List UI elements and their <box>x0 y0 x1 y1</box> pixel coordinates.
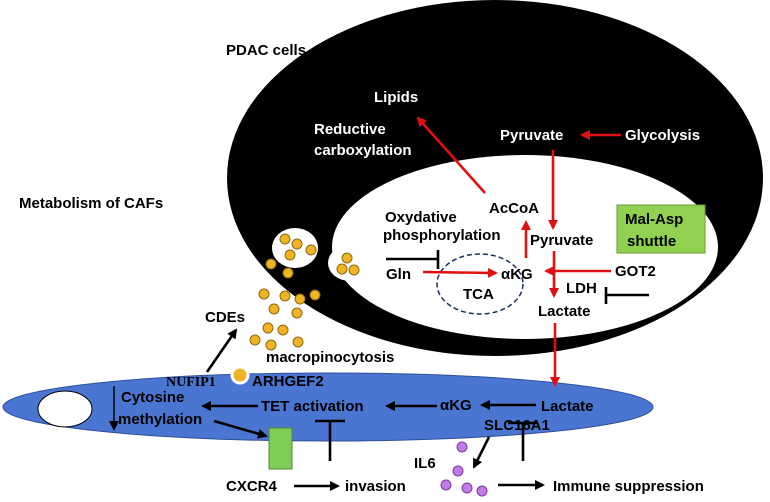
oxphos-label-1: Oxydative <box>385 209 457 226</box>
mal-asp-label-1: Mal-Asp <box>625 211 683 228</box>
lactate-inner-label: Lactate <box>538 303 591 320</box>
cytosine-label-2: methylation <box>118 411 202 428</box>
invasion-label: invasion <box>345 478 406 495</box>
vesicle-entry-ring <box>230 365 250 385</box>
oxphos-label-2: phosphorylation <box>383 227 501 244</box>
lipids-label: Lipids <box>374 89 418 106</box>
immune-suppression-label: Immune suppression <box>553 478 704 495</box>
glycolysis-label: Glycolysis <box>625 127 700 144</box>
cxcr4-label: CXCR4 <box>226 478 278 495</box>
mal-asp-label-2: shuttle <box>627 233 676 250</box>
pyruvate-inner-label: Pyruvate <box>530 232 593 249</box>
caf-cell-body <box>2 372 654 442</box>
nufip1-label: NUFIP1 <box>166 375 216 390</box>
black-arrows <box>109 328 545 491</box>
cytosine-label-1: Cytosine <box>121 389 184 406</box>
tca-label: TCA <box>463 286 494 303</box>
caf-metabolism-title: Metabolism of CAFs <box>19 195 163 212</box>
pyruvate-top-label: Pyruvate <box>500 127 563 144</box>
tca-cycle <box>436 253 524 315</box>
inhibition-lines <box>315 250 649 461</box>
akg-label: αKG <box>501 266 533 283</box>
arhgef2-label: ARHGEF2 <box>252 373 324 390</box>
gln-label: Gln <box>386 266 411 283</box>
cxcr4-receptor-box <box>268 427 293 470</box>
cdes-label: CDEs <box>205 309 245 326</box>
macropinocytosis-label: macropinocytosis <box>266 349 394 366</box>
got2-label: GOT2 <box>615 263 656 280</box>
pdac-cells-title: PDAC cells <box>226 42 306 59</box>
caf-lactate-label: Lactate <box>541 398 594 415</box>
vesicle-membrane-lower <box>328 245 372 281</box>
red-arrows <box>416 116 621 387</box>
ldh-label: LDH <box>566 280 597 297</box>
mal-asp-shuttle-box <box>616 204 706 254</box>
reductive-label-2: carboxylation <box>314 142 412 159</box>
il6-label: IL6 <box>414 455 436 472</box>
reductive-label-1: Reductive <box>314 121 386 138</box>
caf-akg-label: αKG <box>440 397 472 414</box>
slc16a1-label: SLC16A1 <box>484 417 550 434</box>
il6-dots <box>440 441 488 497</box>
tet-activation-label: TET activation <box>261 398 364 415</box>
accoa-label: AcCoA <box>489 200 539 217</box>
caf-nucleus <box>37 390 93 428</box>
